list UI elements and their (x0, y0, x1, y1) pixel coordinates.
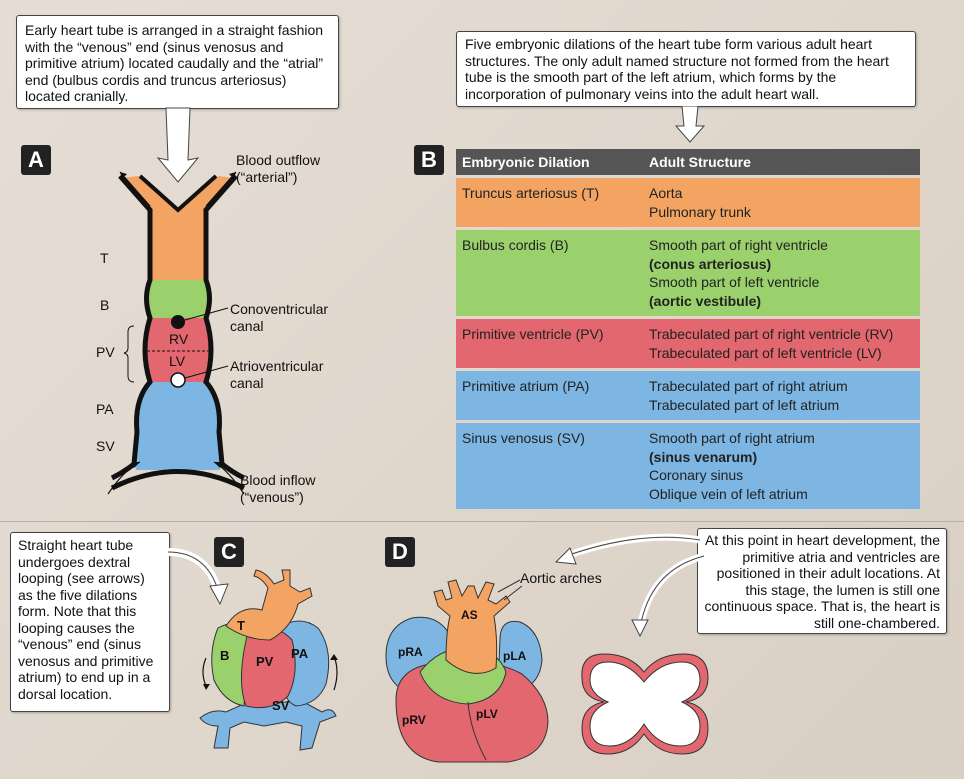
segment-sv-label: SV (96, 438, 115, 454)
outflow-arrow-right (205, 171, 237, 207)
panel-b-label: B (414, 145, 444, 175)
structure-cell: Trabeculated part of right ventricle (RV… (643, 319, 920, 368)
d-label-prv: pRV (402, 713, 426, 727)
conoventricular-canal-dot (171, 315, 185, 329)
panel-d-callout-text: At this point in heart development, the … (704, 532, 940, 631)
table-row: Truncus arteriosus (T) Aorta Pulmonary t… (456, 178, 920, 227)
c-label-sv: SV (272, 698, 290, 713)
structure-line: Trabeculated part of right ventricle (RV… (649, 326, 894, 342)
table-row: Primitive atrium (PA) Trabeculated part … (456, 371, 920, 420)
inflow-label-line1: Blood inflow (240, 472, 316, 488)
segment-t-label: T (100, 250, 109, 266)
structure-line-bold: (aortic vestibule) (649, 292, 762, 309)
structure-line: Trabeculated part of right atrium (649, 378, 848, 394)
d-label-pra: pRA (398, 645, 423, 659)
c-label-pv: PV (256, 654, 274, 669)
segment-pv-label: PV (96, 344, 115, 360)
conoventricular-leader (184, 307, 229, 321)
header-adult-structure: Adult Structure (643, 149, 920, 175)
structure-line: Smooth part of right ventricle (649, 237, 828, 253)
structure-cell: Smooth part of right atrium (sinus venar… (643, 423, 920, 509)
d-label-as: AS (461, 608, 478, 622)
dilation-cell: Truncus arteriosus (T) (456, 178, 643, 227)
structure-cell: Trabeculated part of right atrium Trabec… (643, 371, 920, 420)
outflow-label-line1: Blood outflow (236, 152, 321, 168)
panel-b-callout-pointer (674, 106, 706, 143)
inflow-label-line2: (“venous”) (240, 489, 304, 505)
heart-tube-bottom (110, 469, 246, 491)
atrioventricular-label-line1: Atrioventricular (230, 358, 324, 374)
primitive-ventricle-segment (146, 318, 210, 382)
panel-c-callout-text: Straight heart tube undergoes dextral lo… (18, 537, 154, 702)
structure-line-bold: (sinus venarum) (649, 448, 758, 465)
conoventricular-label-line1: Conoventricular (230, 301, 329, 317)
structure-line: Aorta (649, 185, 683, 201)
c-label-b: B (220, 648, 230, 663)
heart-tube-left-wall (110, 174, 153, 481)
truncus-arteriosus-segment (122, 176, 233, 280)
structure-cell: Smooth part of right ventricle (conus ar… (643, 230, 920, 316)
section-divider (0, 521, 964, 522)
pv-brace (123, 325, 135, 383)
d-label-plv: pLV (476, 707, 498, 721)
outflow-label-line2: (“arterial”) (236, 169, 298, 185)
structure-line: Smooth part of left ventricle (649, 274, 820, 290)
lv-label: LV (169, 353, 186, 369)
segment-b-label: B (100, 297, 110, 313)
structure-line: Coronary sinus (649, 467, 744, 483)
structure-line: Trabeculated part of left ventricle (LV) (649, 344, 882, 361)
table-row: Primitive ventricle (PV) Trabeculated pa… (456, 319, 920, 368)
atrioventricular-label-line2: canal (230, 375, 264, 391)
bulbus-cordis-segment (147, 280, 209, 318)
table-row: Sinus venosus (SV) Smooth part of right … (456, 423, 920, 509)
structure-line: Smooth part of right atrium (649, 430, 815, 446)
dilation-cell: Bulbus cordis (B) (456, 230, 643, 316)
d-label-pla: pLA (503, 649, 527, 663)
structure-line: Oblique vein of left atrium (649, 485, 808, 502)
panel-c-label: C (214, 537, 244, 567)
panel-a-callout-pointer (156, 107, 200, 183)
aortic-arches-label: Aortic arches (520, 570, 602, 586)
dilation-cell: Primitive atrium (PA) (456, 371, 643, 420)
panel-a-callout: Early heart tube is arranged in a straig… (16, 15, 339, 109)
header-embryonic-dilation: Embryonic Dilation (456, 149, 643, 175)
dilation-cell: Primitive ventricle (PV) (456, 319, 643, 368)
rv-label: RV (169, 331, 189, 347)
primitive-atrium-sinus-segment (134, 382, 222, 470)
heart-tube-inner-v (138, 174, 218, 213)
structure-cell: Aorta Pulmonary trunk (643, 178, 920, 227)
atrioventricular-canal-dot (170, 372, 186, 388)
c-label-t: T (237, 618, 245, 633)
outflow-arrow-left (119, 171, 151, 207)
panel-b-callout-text: Five embryonic dilations of the heart tu… (465, 36, 889, 102)
table-header-row: Embryonic Dilation Adult Structure (456, 149, 920, 175)
table-row: Bulbus cordis (B) Smooth part of right v… (456, 230, 920, 316)
panel-d-callout: At this point in heart development, the … (697, 528, 947, 634)
heart-tube-right-wall (203, 174, 246, 481)
structure-line-bold: (conus arteriosus) (649, 255, 772, 272)
dilation-cell: Sinus venosus (SV) (456, 423, 643, 509)
panel-c-callout: Straight heart tube undergoes dextral lo… (10, 532, 170, 712)
atrioventricular-leader (184, 365, 229, 379)
panel-a-callout-text: Early heart tube is arranged in a straig… (25, 22, 324, 104)
panel-a-label: A (21, 145, 51, 175)
structure-line: Pulmonary trunk (649, 203, 751, 220)
dilation-table: Embryonic Dilation Adult Structure Trunc… (456, 146, 920, 512)
panel-b-callout: Five embryonic dilations of the heart tu… (456, 31, 916, 107)
segment-pa-label: PA (96, 401, 114, 417)
conoventricular-label-line2: canal (230, 318, 264, 334)
c-label-pa: PA (291, 646, 309, 661)
structure-line: Trabeculated part of left atrium (649, 396, 840, 413)
panel-d-label: D (385, 537, 415, 567)
